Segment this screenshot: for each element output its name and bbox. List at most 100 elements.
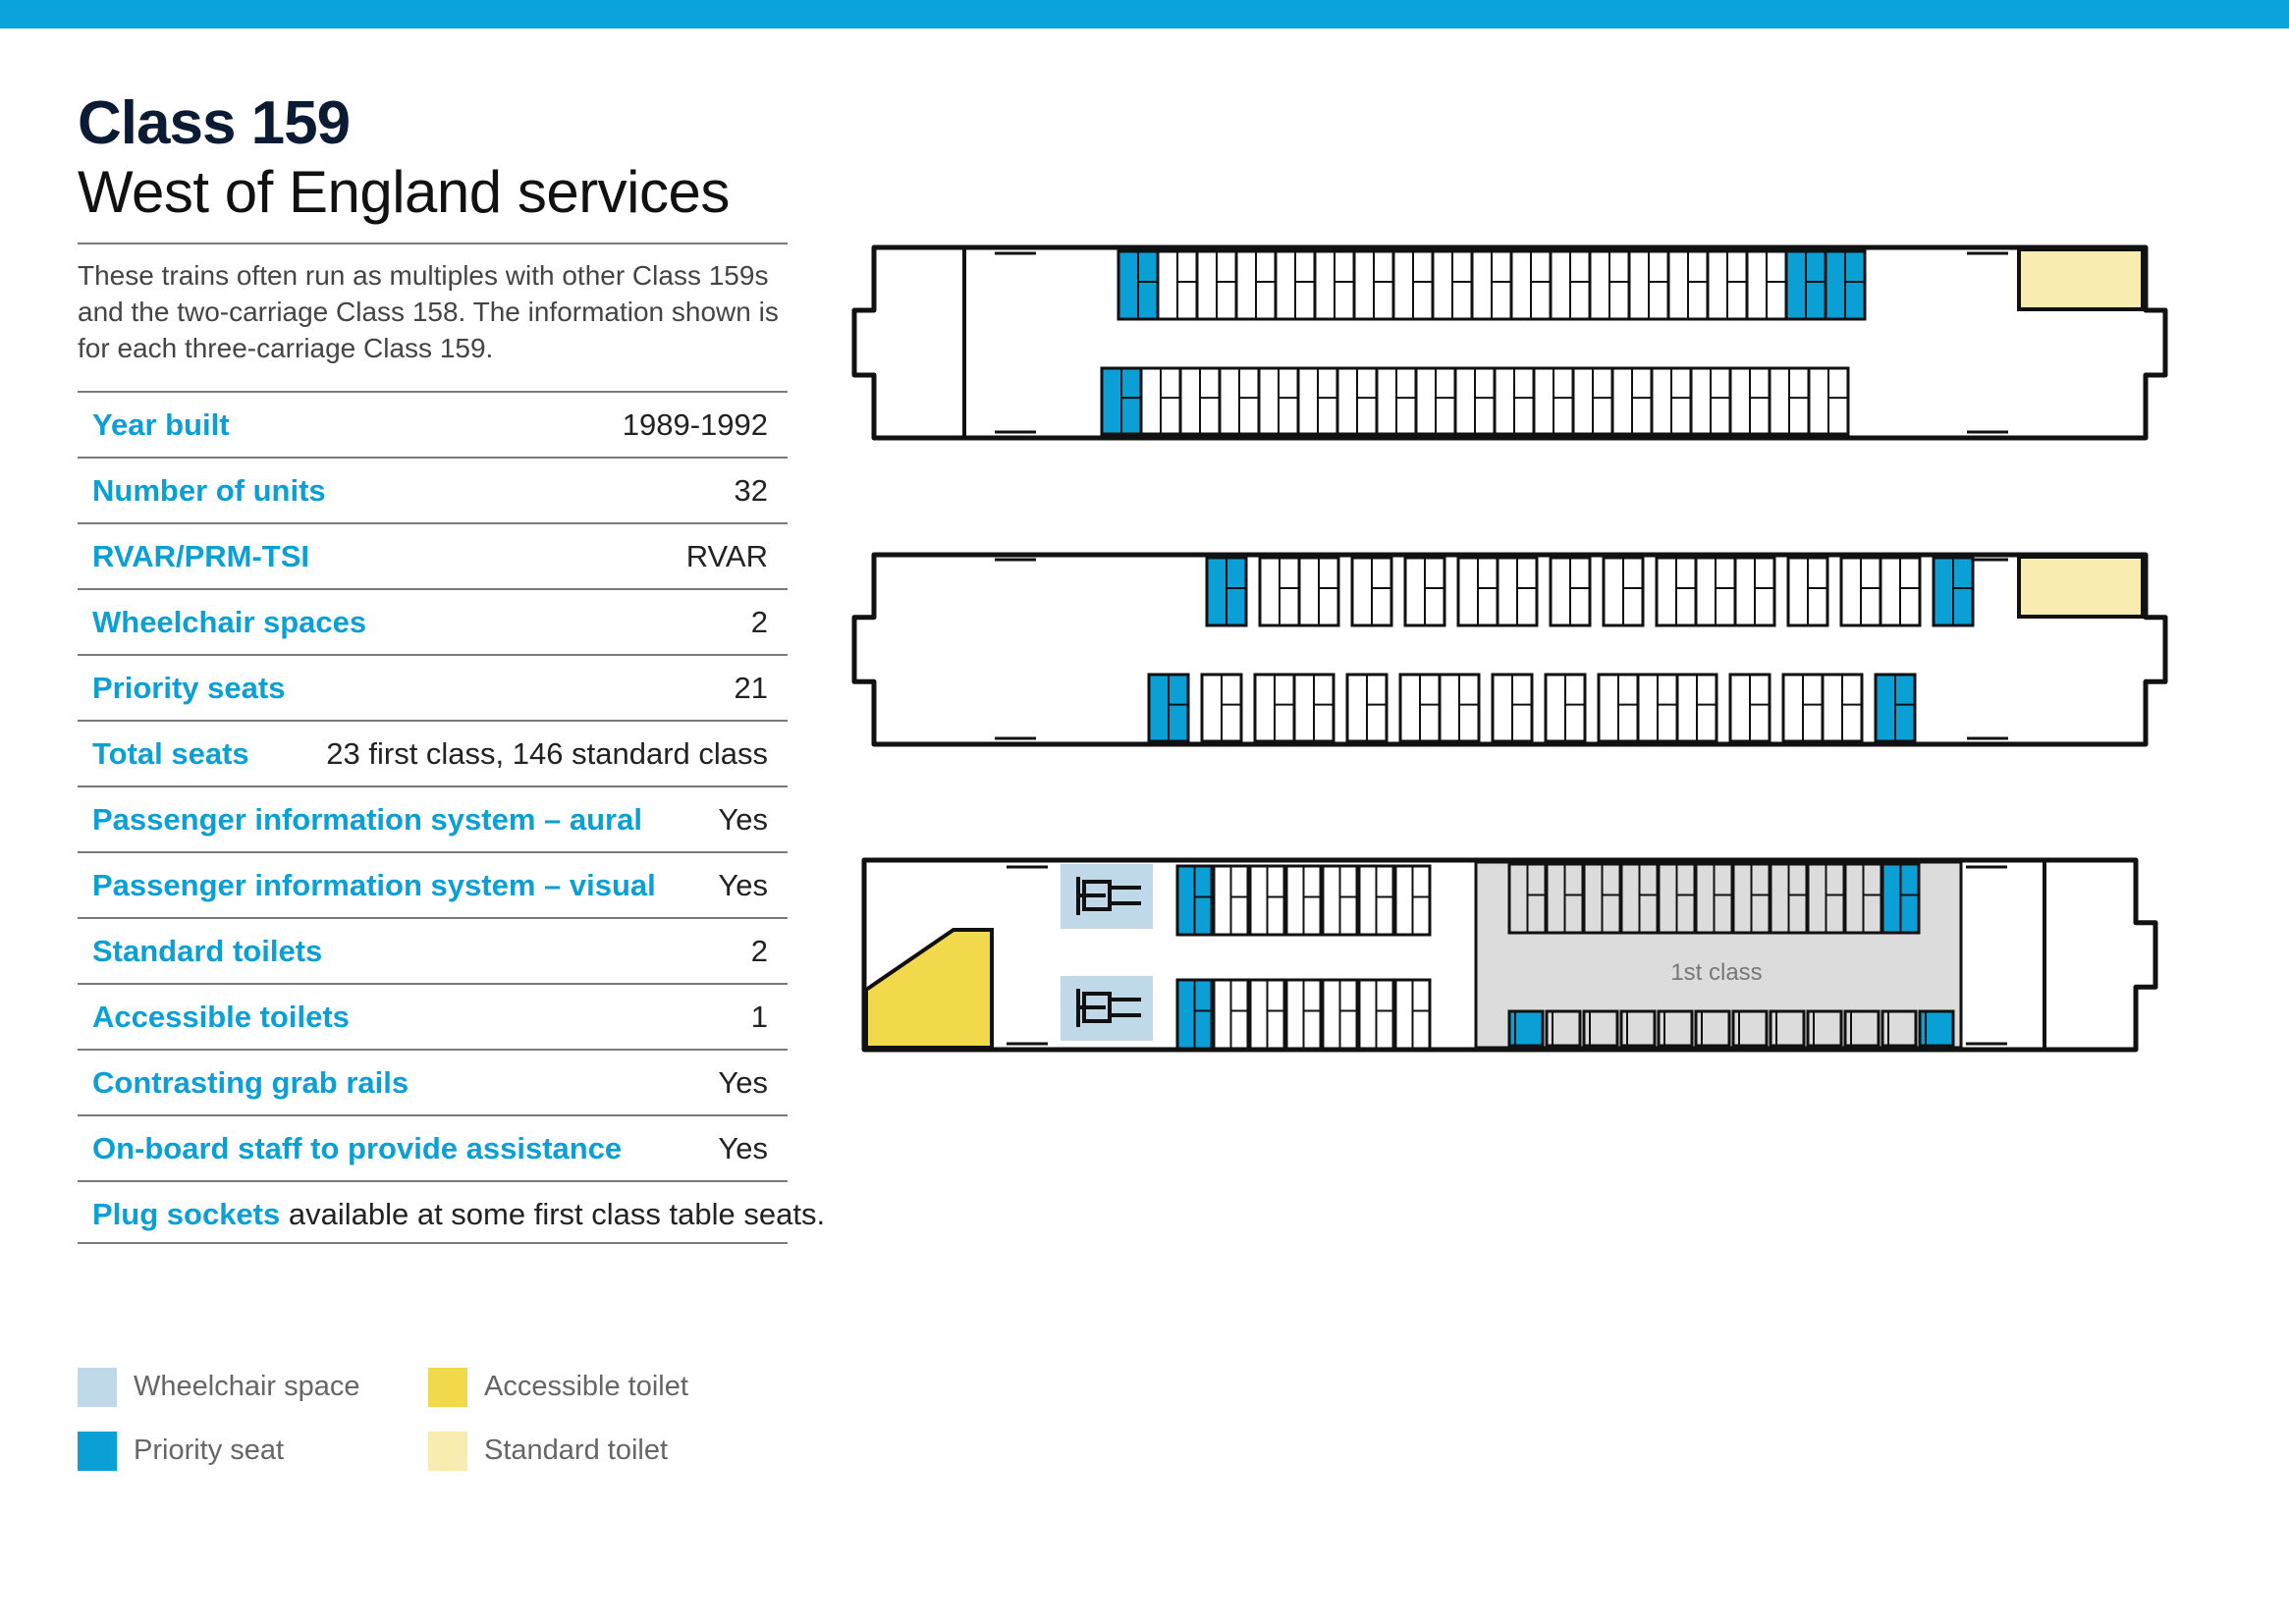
spec-label: Year built <box>92 407 230 442</box>
seat <box>1636 673 1679 743</box>
wheelchair-space-area <box>1061 976 1153 1041</box>
wheelchair-icon <box>1076 877 1141 915</box>
seat <box>1532 366 1575 436</box>
row-divider <box>78 457 788 459</box>
seat <box>1234 249 1278 321</box>
priority-seat <box>1175 978 1214 1051</box>
spec-label: Passenger information system – aural <box>92 802 642 837</box>
priority-seat <box>1918 1009 1955 1048</box>
legend-label: Wheelchair space <box>134 1371 360 1402</box>
spec-value: 21 <box>734 671 768 705</box>
seat <box>1509 249 1553 321</box>
plug-sockets-label: Plug sockets <box>92 1197 281 1231</box>
spec-label: On-board staff to provide assistance <box>92 1131 623 1165</box>
spec-row-total-seats: Total seats 23 first class, 146 standard… <box>78 722 788 787</box>
seat <box>1627 249 1670 321</box>
divider <box>78 1242 788 1244</box>
row-divider <box>78 917 788 919</box>
seat <box>1297 556 1340 627</box>
spec-label: Contrasting grab rails <box>92 1065 409 1100</box>
spec-value: 2 <box>750 605 768 639</box>
row-divider <box>78 1049 788 1051</box>
seat <box>1393 978 1432 1051</box>
wheelchair-space-area <box>1061 864 1153 929</box>
spec-value: 1989-1992 <box>622 407 768 442</box>
seat <box>1375 366 1418 436</box>
spec-value: Yes <box>718 1065 768 1100</box>
seat <box>1313 249 1356 321</box>
seat <box>1431 249 1474 321</box>
intro-text: These trains often run as multiples with… <box>78 260 779 363</box>
seat <box>1731 1009 1769 1048</box>
seat <box>1657 862 1697 935</box>
seat <box>1843 1009 1880 1048</box>
seat <box>1619 1009 1657 1048</box>
seat <box>1879 556 1922 627</box>
seat <box>1156 249 1199 321</box>
spec-label: Number of units <box>92 473 326 508</box>
seat <box>1321 864 1359 937</box>
spec-value: 2 <box>750 934 768 968</box>
seat <box>1657 1009 1694 1048</box>
divider <box>78 391 788 393</box>
seat <box>1839 556 1882 627</box>
priority-seat <box>1880 862 1921 935</box>
page-title: Class 159 <box>78 89 351 157</box>
seat <box>1769 1009 1806 1048</box>
priority-seat <box>1824 249 1867 321</box>
seat <box>1218 366 1261 436</box>
row-divider <box>78 785 788 787</box>
seat <box>1212 978 1250 1051</box>
seat <box>1321 978 1359 1051</box>
priority-seat <box>1205 556 1248 627</box>
seat <box>1414 366 1457 436</box>
page-subtitle: West of England services <box>78 159 730 225</box>
seat <box>1284 978 1323 1051</box>
row-divider <box>78 1114 788 1116</box>
spec-row-year-built: Year built 1989-1992 <box>78 393 788 459</box>
seat <box>1655 556 1698 627</box>
spec-label: Wheelchair spaces <box>92 605 367 639</box>
seat <box>1335 366 1379 436</box>
spec-row-accessible-toilets: Accessible toilets 1 <box>78 985 788 1051</box>
plug-sockets-note: Plug sockets available at some first cla… <box>92 1197 825 1232</box>
seat <box>1610 366 1654 436</box>
seat <box>1398 673 1442 743</box>
seat <box>1675 673 1718 743</box>
seat <box>1357 978 1395 1051</box>
seat <box>1694 1009 1731 1048</box>
seat <box>1357 864 1395 937</box>
row-divider <box>78 654 788 656</box>
seat <box>1786 556 1829 627</box>
seat <box>1781 673 1825 743</box>
seat <box>1689 366 1732 436</box>
spec-label: Passenger information system – visual <box>92 868 656 902</box>
seat <box>1733 556 1776 627</box>
spec-row-onboard-staff: On-board staff to provide assistance Yes <box>78 1116 788 1182</box>
divider <box>78 243 788 244</box>
first-class-label: 1st class <box>1670 959 1762 986</box>
seat <box>1258 556 1301 627</box>
spec-row-pis-visual: Passenger information system – visual Ye… <box>78 853 788 919</box>
seat <box>1650 366 1693 436</box>
carriage-2 <box>851 552 2168 747</box>
priority-seat <box>1100 366 1143 436</box>
seat <box>1549 249 1592 321</box>
seat <box>1544 673 1587 743</box>
accessible-toilet <box>864 928 994 1050</box>
spec-row-priority-seats: Priority seats 21 <box>78 656 788 722</box>
spec-label: Standard toilets <box>92 934 323 968</box>
spec-value: Yes <box>718 802 768 837</box>
seat <box>1493 366 1536 436</box>
priority-seat <box>1117 249 1160 321</box>
wheelchair-icon <box>1076 989 1141 1027</box>
seat <box>1200 673 1243 743</box>
spec-row-standard-toilets: Standard toilets 2 <box>78 919 788 985</box>
seat <box>1456 556 1499 627</box>
seat <box>1403 556 1446 627</box>
seat <box>1393 864 1432 937</box>
seat <box>1284 864 1323 937</box>
seat <box>1582 1009 1619 1048</box>
spec-value: Yes <box>718 868 768 902</box>
